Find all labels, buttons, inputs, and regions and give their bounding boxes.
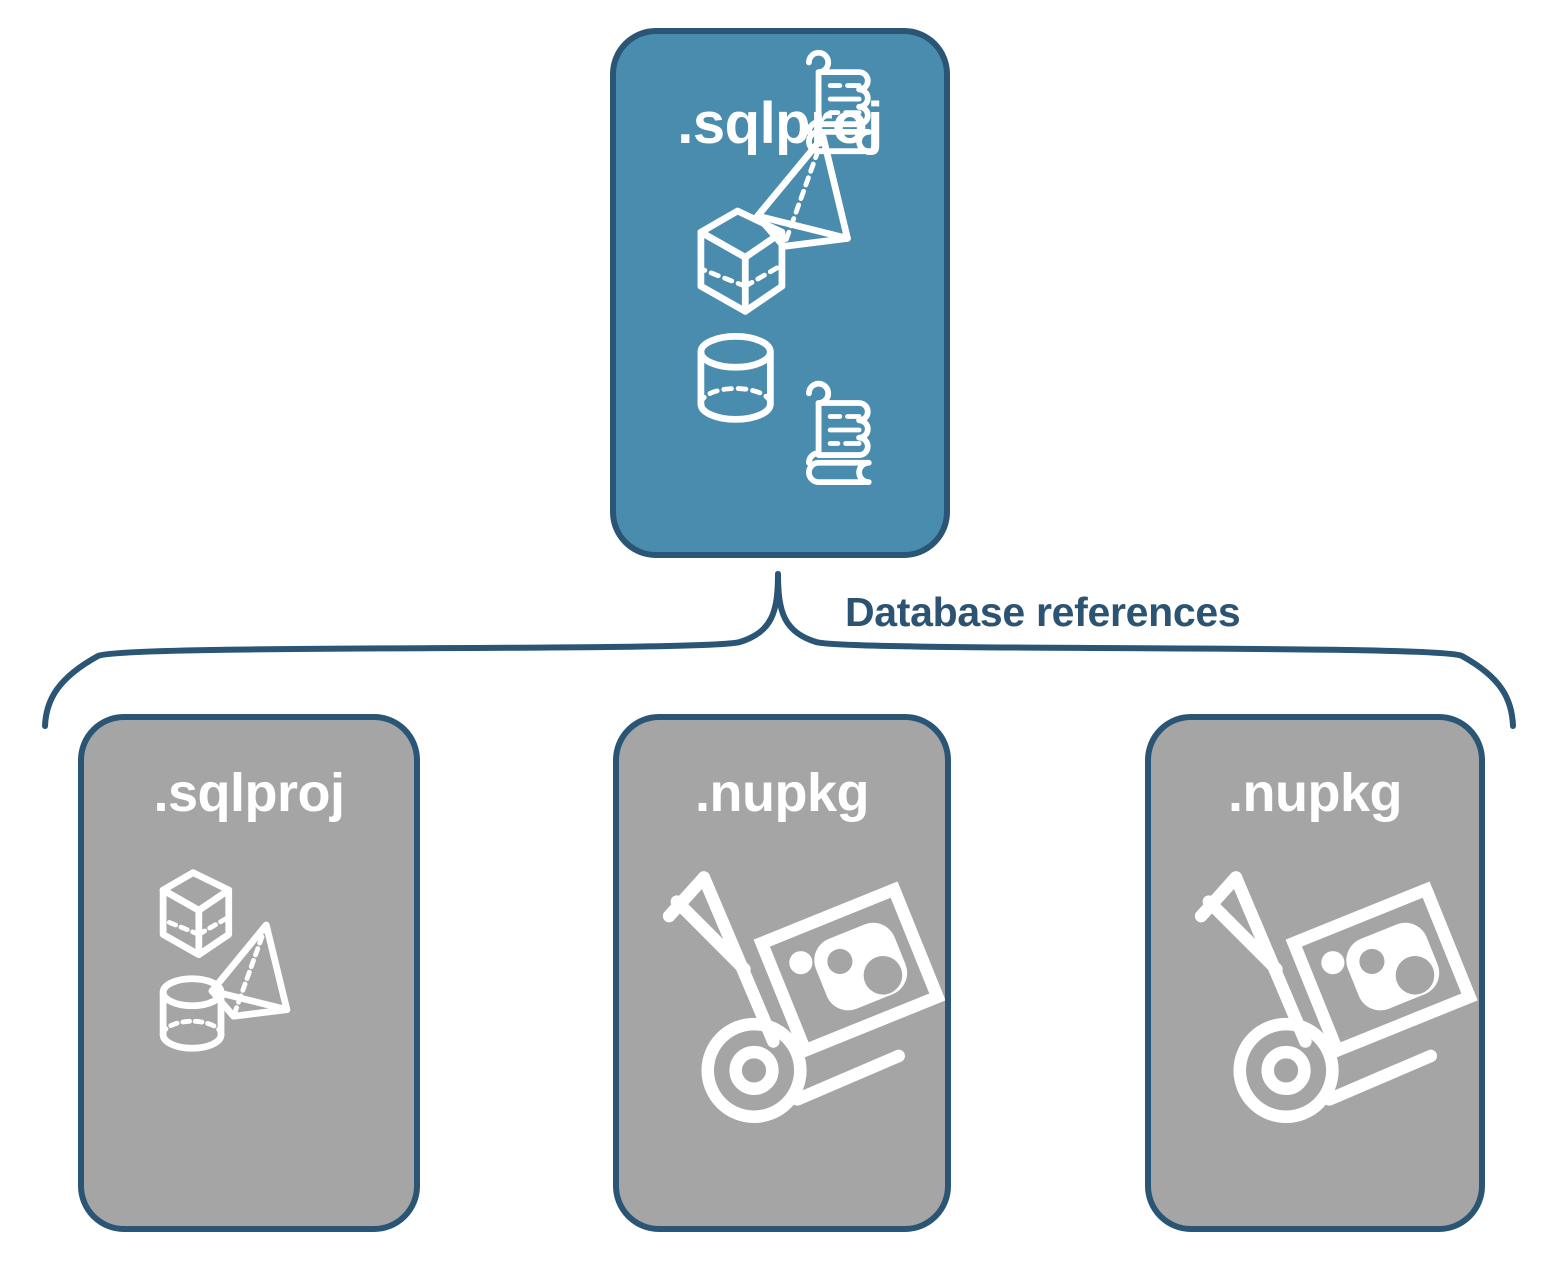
- card-reference-nupkg-2[interactable]: .nupkg: [1145, 714, 1485, 1232]
- card-title-sqlproj-root: .sqlproj: [677, 91, 883, 156]
- card-reference-sqlproj[interactable]: .sqlproj: [78, 714, 420, 1232]
- script-scroll-icon: [806, 380, 872, 485]
- wheel-icon: [1233, 1017, 1339, 1124]
- connector-label-database-references: Database references: [845, 589, 1241, 635]
- nuget-package-icon: [1285, 881, 1478, 1059]
- card-sqlproj-root[interactable]: .sqlproj: [610, 28, 950, 558]
- hand-truck-icon: [662, 871, 905, 1106]
- database-references-connector: [42, 571, 1516, 729]
- cylinder-icon: [159, 975, 225, 1052]
- nuget-package-icon: [753, 881, 945, 1059]
- cube-icon: [159, 869, 233, 959]
- wheel-icon: [701, 1017, 807, 1123]
- hand-truck-icon: [1194, 871, 1438, 1106]
- card-title-reference-sqlproj: .sqlproj: [153, 763, 345, 823]
- card-title-reference-nupkg-2: .nupkg: [1228, 763, 1402, 823]
- cube-icon: [697, 207, 786, 315]
- pyramid-icon: [208, 921, 291, 1020]
- card-reference-nupkg-1[interactable]: .nupkg: [613, 714, 951, 1232]
- card-title-reference-nupkg-1: .nupkg: [695, 763, 869, 823]
- cylinder-icon: [697, 333, 774, 423]
